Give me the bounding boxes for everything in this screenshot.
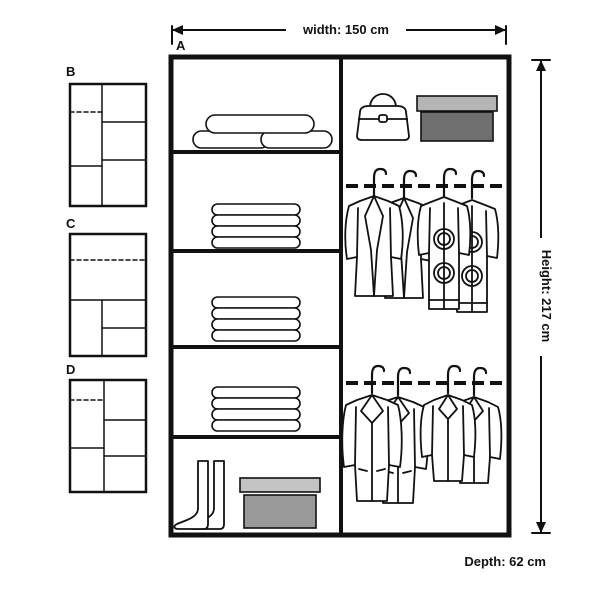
duvet-roll <box>205 114 315 134</box>
handbag-handle <box>369 93 397 107</box>
folded-towel <box>211 296 301 309</box>
width-label-backplate <box>286 19 406 40</box>
folded-towel <box>211 225 301 238</box>
main-wardrobe-label: A <box>176 38 186 53</box>
folded-towel <box>211 307 301 320</box>
shoe-box-icon <box>239 477 321 529</box>
shoe-box-body <box>243 494 317 529</box>
depth-label: Depth: 62 cm <box>464 554 546 569</box>
arrowhead-up-icon <box>536 60 546 71</box>
height-label: Height: 217 cm <box>539 250 554 342</box>
boots-icon <box>173 460 225 530</box>
layout-thumbnail-c: C <box>66 216 148 358</box>
arrowhead-down-icon <box>536 522 546 533</box>
handbag-body <box>356 105 410 141</box>
layout-thumbnail-b: B <box>66 64 148 208</box>
storage-box-icon <box>416 95 498 142</box>
folded-towel <box>211 397 301 410</box>
main-wardrobe: A <box>168 38 512 538</box>
folded-towel <box>211 419 301 432</box>
height-dimension: Height: 217 cm <box>531 59 554 534</box>
storage-box-body <box>420 111 494 142</box>
folded-towel <box>211 214 301 227</box>
folded-towel <box>211 386 301 399</box>
thumbnail-b-label: B <box>66 64 75 79</box>
boot-left <box>173 460 209 530</box>
thumbnail-b-outline <box>68 82 148 208</box>
storage-box-lid <box>416 95 498 112</box>
folded-towels-icon <box>211 296 301 342</box>
thumbnail-c-outline <box>68 232 148 358</box>
folded-towel <box>211 318 301 331</box>
height-label-backplate <box>531 238 553 356</box>
width-dimension: width: 150 cm <box>171 19 507 45</box>
thumbnail-d-label: D <box>66 362 75 377</box>
folded-towels-icon <box>211 386 301 432</box>
handbag-clasp <box>378 114 388 123</box>
shoe-box-lid <box>239 477 321 493</box>
width-label: width: 150 cm <box>302 22 389 37</box>
thumbnail-d-outline <box>68 378 148 494</box>
arrowhead-left-icon <box>172 25 183 35</box>
thumbnail-c-label: C <box>66 216 76 231</box>
stacked-duvets-icon <box>192 114 333 149</box>
handbag-icon <box>356 93 410 141</box>
layout-thumbnail-d: D <box>66 362 148 494</box>
folded-towel <box>211 408 301 421</box>
folded-towel <box>211 329 301 342</box>
folded-towel <box>211 236 301 249</box>
arrowhead-right-icon <box>495 25 506 35</box>
folded-towel <box>211 203 301 216</box>
folded-towels-icon <box>211 203 301 249</box>
